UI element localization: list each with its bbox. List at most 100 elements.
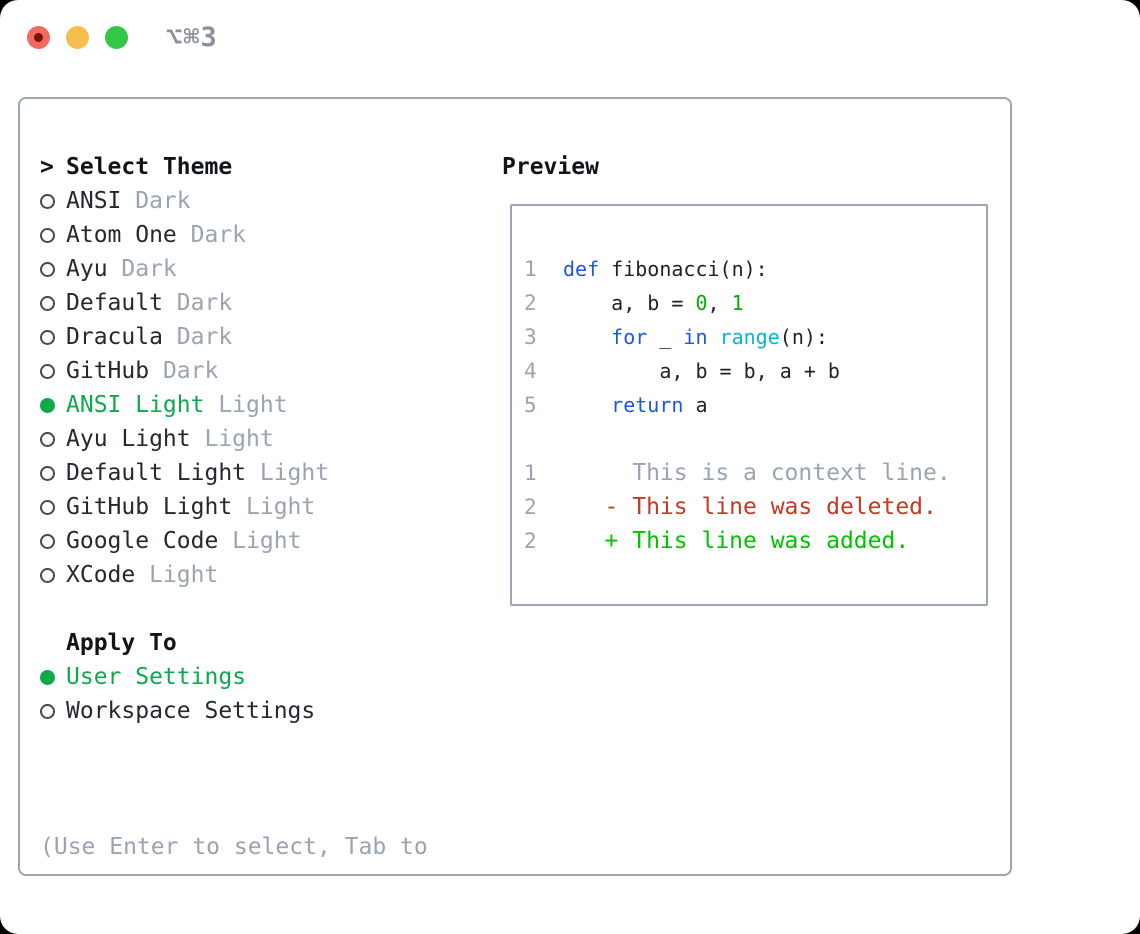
- code-token: [563, 393, 611, 417]
- option-variant-label: Dark: [176, 222, 247, 248]
- option-label: ANSI Light: [66, 392, 205, 418]
- option-label: GitHub Light: [66, 494, 233, 520]
- option-variant-label: Dark: [107, 256, 177, 282]
- theme-list-title: Select Theme: [66, 154, 233, 180]
- code-token: ,: [707, 291, 732, 315]
- option-label: Default Light: [66, 460, 247, 486]
- theme-option-atom-one[interactable]: Atom One Dark: [40, 218, 490, 252]
- preview-line: [512, 422, 986, 456]
- radio-ring-icon: [40, 567, 55, 583]
- line-number: 5: [524, 393, 537, 417]
- radio-icon: [40, 499, 66, 515]
- option-label: Ayu: [66, 256, 108, 282]
- option-label: Ayu Light: [66, 426, 191, 452]
- radio-icon: [40, 261, 66, 277]
- preview-pane: 1 def fibonacci(n): 2 a, b = 0, 1 3 for _ i…: [510, 204, 988, 606]
- line-number: 2: [524, 495, 537, 519]
- radio-ring-icon: [40, 295, 55, 311]
- theme-option-dracula[interactable]: Dracula Dark: [40, 320, 490, 354]
- radio-icon: [40, 329, 66, 345]
- code-token: (n):: [779, 325, 828, 349]
- radio-dot-icon: [40, 397, 55, 413]
- option-label: Google Code: [66, 528, 219, 554]
- option-label: Workspace Settings: [66, 698, 316, 724]
- radio-ring-icon: [40, 533, 55, 549]
- radio-ring-icon: [40, 261, 55, 277]
- radio-icon: [40, 533, 66, 549]
- zoom-button[interactable]: [105, 26, 128, 49]
- theme-option-github-light[interactable]: GitHub Light Light: [40, 490, 490, 524]
- line-number: 2: [524, 291, 537, 315]
- option-variant-label: Dark: [121, 188, 191, 214]
- minimize-button[interactable]: [66, 26, 89, 49]
- option-label: Dracula: [66, 324, 163, 350]
- close-button[interactable]: [27, 26, 50, 49]
- radio-icon: [40, 431, 66, 447]
- option-variant-label: Light: [232, 494, 316, 520]
- theme-option-ayu-light[interactable]: Ayu Light Light: [40, 422, 490, 456]
- radio-ring-icon: [40, 465, 55, 481]
- code-token: - This line was deleted.: [563, 494, 937, 520]
- apply-option-workspace-settings[interactable]: Workspace Settings: [40, 694, 490, 728]
- help-text: (Use Enter to select, Tab to change focu…: [40, 762, 500, 934]
- theme-option-ansi-light[interactable]: ANSI Light Light: [40, 388, 490, 422]
- theme-option-google-code[interactable]: Google Code Light: [40, 524, 490, 558]
- theme-option-ansi[interactable]: ANSI Dark: [40, 184, 490, 218]
- option-variant-label: Light: [190, 426, 274, 452]
- preview-line: 2 - This line was deleted.: [512, 490, 986, 524]
- radio-ring-icon: [40, 703, 55, 719]
- apply-option-user-settings[interactable]: User Settings: [40, 660, 490, 694]
- radio-ring-icon: [40, 431, 55, 447]
- apply-to-title: Apply To: [66, 630, 177, 656]
- line-number: 4: [524, 359, 537, 383]
- theme-option-default[interactable]: Default Dark: [40, 286, 490, 320]
- option-variant-label: Dark: [162, 290, 233, 316]
- code-token: a: [683, 393, 708, 417]
- preview-line: 1 def fibonacci(n):: [512, 252, 986, 286]
- radio-icon: [40, 227, 66, 243]
- help-line-1: (Use Enter to select, Tab to: [40, 834, 428, 860]
- line-number: 1: [524, 257, 537, 281]
- option-variant-label: Dark: [162, 324, 233, 350]
- line-number: 1: [524, 461, 537, 485]
- theme-option-default-light[interactable]: Default Light Light: [40, 456, 490, 490]
- radio-ring-icon: [40, 329, 55, 345]
- option-variant-label: Light: [135, 562, 219, 588]
- preview-line: 3 for _ in range(n):: [512, 320, 986, 354]
- unsaved-indicator-icon: [34, 33, 43, 42]
- option-variant-label: Light: [218, 528, 302, 554]
- code-token: [708, 325, 720, 349]
- option-label: User Settings: [66, 664, 247, 690]
- code-token: def: [563, 257, 600, 281]
- option-variant-label: Dark: [149, 358, 219, 384]
- line-number: 2: [524, 529, 537, 553]
- option-label: Default: [66, 290, 163, 316]
- code-token: a, b = b, a + b: [563, 359, 840, 383]
- radio-selected-icon: [40, 397, 66, 413]
- preview-line: 2 + This line was added.: [512, 524, 986, 558]
- radio-icon: [40, 703, 66, 719]
- radio-ring-icon: [40, 499, 55, 515]
- code-token: in: [683, 325, 708, 349]
- preview-title: Preview: [502, 154, 599, 180]
- code-token: return: [611, 393, 684, 417]
- code-token: 0: [695, 291, 708, 315]
- radio-icon: [40, 465, 66, 481]
- code-token: a, b =: [563, 291, 696, 315]
- theme-option-ayu[interactable]: Ayu Dark: [40, 252, 490, 286]
- code-token: range: [719, 325, 780, 349]
- code-token: fibonacci(n):: [599, 257, 768, 281]
- radio-icon: [40, 193, 66, 209]
- theme-option-github[interactable]: GitHub Dark: [40, 354, 490, 388]
- theme-option-xcode[interactable]: XCode Light: [40, 558, 490, 592]
- line-number: 3: [524, 325, 537, 349]
- code-token: for: [611, 325, 648, 349]
- preview-line: 1 This is a context line.: [512, 456, 986, 490]
- theme-list-header-row: > Select Theme: [40, 150, 490, 184]
- option-label: Atom One: [66, 222, 177, 248]
- radio-selected-icon: [40, 669, 66, 685]
